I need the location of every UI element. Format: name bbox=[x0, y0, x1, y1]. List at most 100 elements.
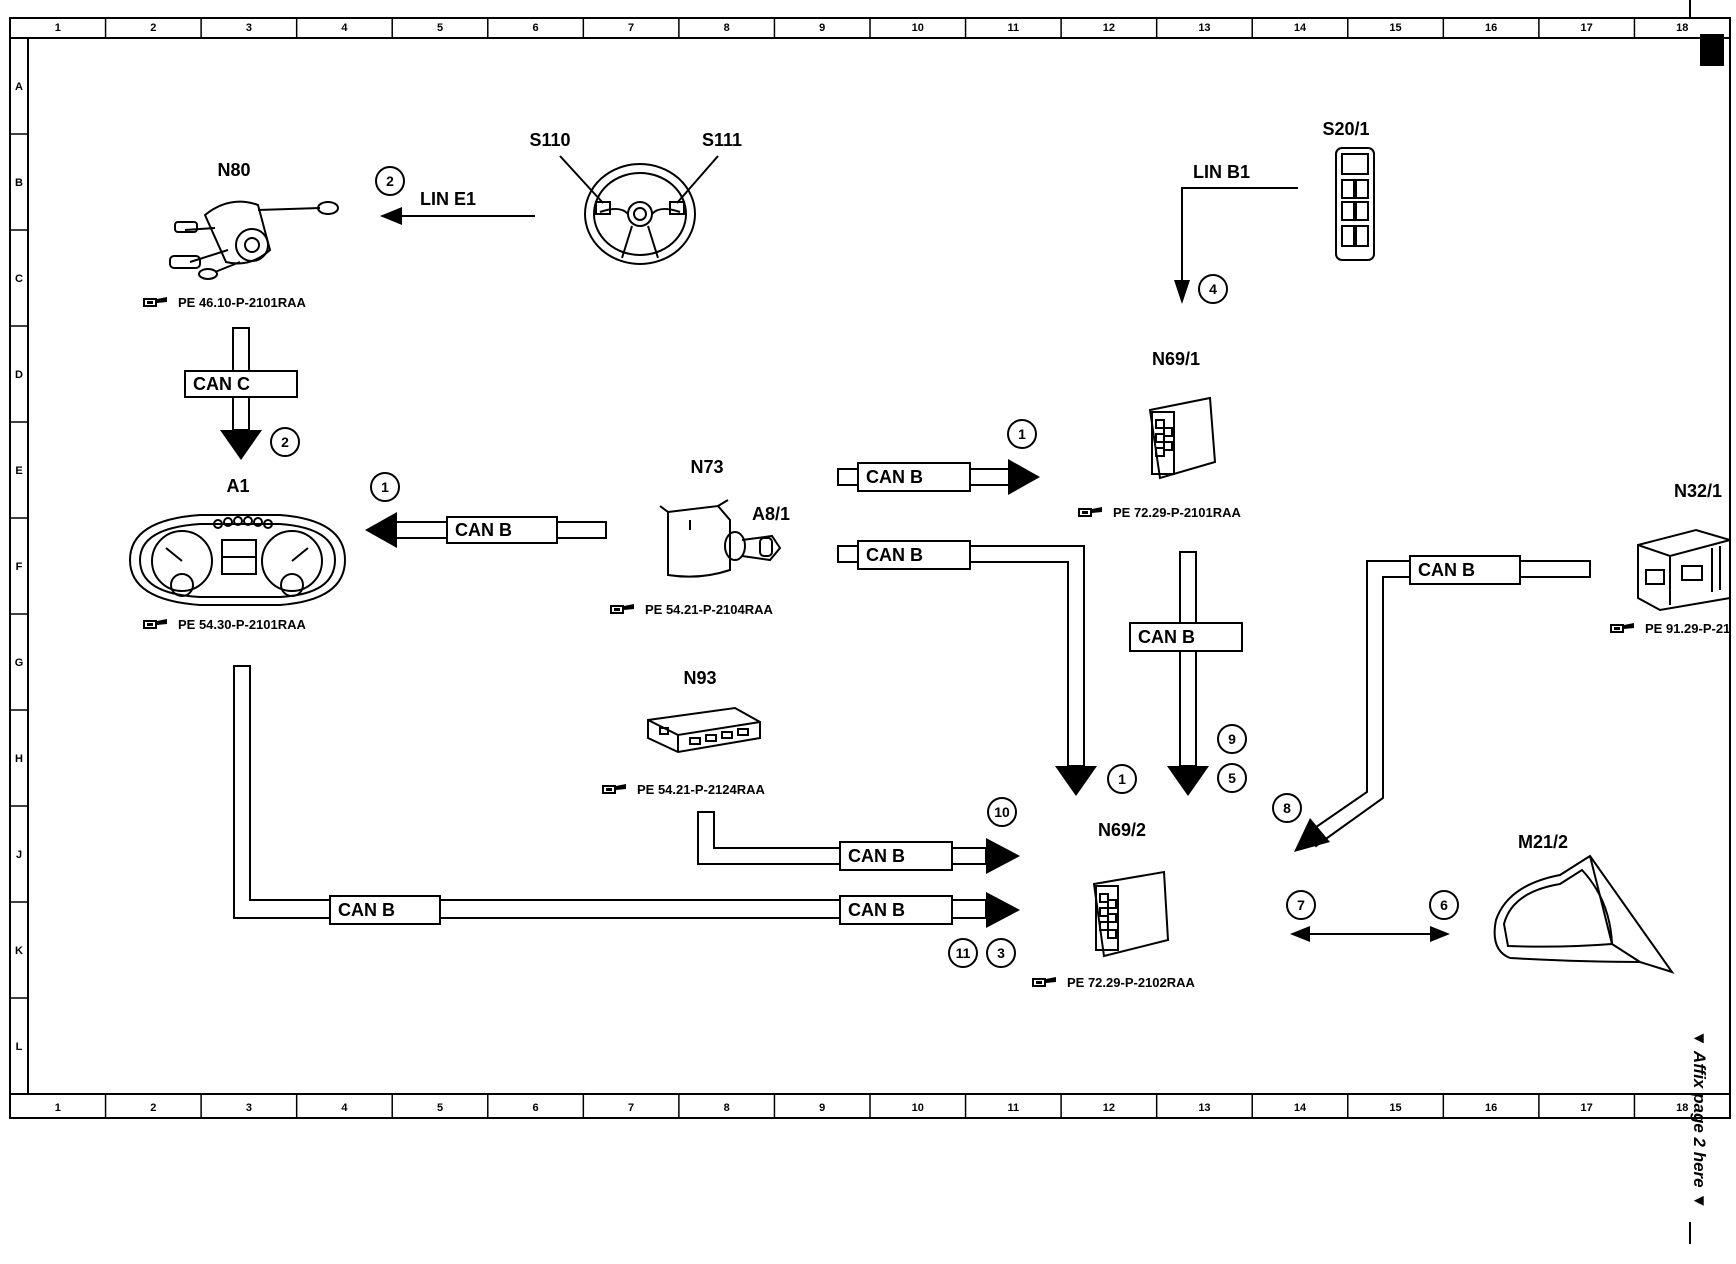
grid-column-label: 1 bbox=[55, 22, 61, 34]
grid-column-ticks: 1122334455667788991010111112121313141415… bbox=[55, 18, 1688, 1118]
m21-2-illustration bbox=[1493, 854, 1675, 974]
s20-1-code: S20/1 bbox=[1322, 119, 1369, 139]
grid-column-label: 17 bbox=[1581, 22, 1593, 34]
grid-column-label: 15 bbox=[1389, 22, 1401, 34]
can-b-n93-to-n69-2: CAN B 10 bbox=[697, 797, 1020, 874]
m21-2-mirror-motor: M21/2 bbox=[1493, 832, 1675, 974]
m21-2-code: M21/2 bbox=[1518, 832, 1568, 852]
grid-column-label: 12 bbox=[1103, 22, 1115, 34]
grid-row-label: K bbox=[15, 945, 23, 957]
n80-ref: PE 46.10-P-2101RAA bbox=[178, 295, 307, 310]
grid-column-label: 4 bbox=[341, 22, 348, 34]
n93-code: N93 bbox=[683, 668, 716, 688]
n80-illustration bbox=[169, 200, 339, 280]
grid-column-label: 18 bbox=[1676, 1102, 1688, 1114]
step-lin-e1: 2 bbox=[386, 173, 394, 189]
n73-illustration bbox=[659, 499, 782, 578]
lin-b1-label: LIN B1 bbox=[1193, 162, 1250, 182]
n69-2-code: N69/2 bbox=[1098, 820, 1146, 840]
n69-2-ref: PE 72.29-P-2102RAA bbox=[1067, 975, 1196, 990]
a1-instrument-cluster: A1 PE 54.30-P-2101RAA bbox=[128, 476, 347, 632]
n69-2-door-module: N69/2 PE 72.29-P-2102RAA bbox=[1032, 820, 1196, 990]
n93-central-gateway: N93 PE 54.21-P-2124RAA bbox=[602, 668, 766, 797]
grid-column-label: 15 bbox=[1389, 1102, 1401, 1114]
can-b-label-a1-loop-right: CAN B bbox=[848, 900, 905, 920]
s20-1-window-switch: S20/1 bbox=[1322, 119, 1375, 261]
can-b-label-a1: CAN B bbox=[455, 520, 512, 540]
can-b-label-n73-n69-2: CAN B bbox=[866, 545, 923, 565]
grid-row-label: B bbox=[15, 177, 23, 189]
grid-column-label: 6 bbox=[532, 1102, 538, 1114]
n69-1-ref: PE 72.29-P-2101RAA bbox=[1113, 505, 1242, 520]
can-b-n69-1-to-n69-2: CAN B 9 5 bbox=[1129, 551, 1247, 796]
step-n69-1-to-n69-2-bottom: 5 bbox=[1228, 770, 1236, 786]
grid-column-label: 13 bbox=[1198, 22, 1210, 34]
lin-b1-link: LIN B1 4 bbox=[1174, 162, 1298, 304]
grid-column-label: 13 bbox=[1198, 1102, 1210, 1114]
n69-1-illustration bbox=[1148, 396, 1217, 480]
n69-1-code: N69/1 bbox=[1152, 349, 1200, 369]
n80-code: N80 bbox=[217, 160, 250, 180]
n69-2-illustration bbox=[1092, 870, 1170, 958]
grid-column-label: 5 bbox=[437, 22, 443, 34]
grid-column-label: 6 bbox=[532, 22, 538, 34]
can-b-label-n69-1: CAN B bbox=[866, 467, 923, 487]
grid-row-label: F bbox=[16, 561, 23, 573]
grid-column-label: 17 bbox=[1581, 1102, 1593, 1114]
a8-1-code: A8/1 bbox=[752, 504, 790, 524]
grid-column-label: 7 bbox=[628, 1102, 634, 1114]
grid-column-label: 7 bbox=[628, 22, 634, 34]
n73-ignition-switch: N73 A8/1 PE 54.21-P-2104RAA bbox=[610, 457, 790, 617]
n73-ref: PE 54.21-P-2104RAA bbox=[645, 602, 774, 617]
step-to-n69-1: 1 bbox=[1018, 426, 1026, 442]
step-n32-1-to-n69-2: 8 bbox=[1283, 800, 1291, 816]
grid-column-label: 11 bbox=[1008, 1102, 1020, 1114]
step-n69-1-to-n69-2-top: 9 bbox=[1228, 731, 1236, 747]
n93-ref: PE 54.21-P-2124RAA bbox=[637, 782, 766, 797]
grid-column-label: 8 bbox=[724, 22, 730, 34]
n69-1-door-module: N69/1 PE 72.29-P-2101RAA bbox=[1078, 349, 1242, 520]
steering-wheel-s110-s111: S110 S111 bbox=[529, 130, 742, 265]
grid-row-label: G bbox=[15, 657, 24, 669]
can-c-link: CAN C 2 bbox=[184, 327, 300, 460]
affix-note: ▼ Affix page 2 here ▼ bbox=[1690, 1030, 1709, 1209]
mirror-link: 7 6 bbox=[1286, 890, 1459, 942]
a1-illustration bbox=[128, 514, 347, 606]
s111-code: S111 bbox=[702, 130, 742, 150]
n32-1-module: N32/1 PE 91.29-P-21 bbox=[1610, 481, 1731, 636]
grid-column-label: 9 bbox=[819, 22, 825, 34]
grid-column-label: 2 bbox=[150, 22, 156, 34]
can-b-n73-to-a1: CAN B 1 bbox=[365, 472, 607, 548]
s110-code: S110 bbox=[529, 130, 570, 150]
can-b-n73-to-n69-1: CAN B 1 bbox=[837, 419, 1040, 495]
a1-ref: PE 54.30-P-2101RAA bbox=[178, 617, 307, 632]
can-b-n73-to-n69-2: CAN B 1 bbox=[837, 540, 1137, 796]
grid-column-label: 3 bbox=[246, 22, 252, 34]
grid-row-label: A bbox=[15, 81, 23, 93]
step-n93-to-n69-2: 10 bbox=[994, 804, 1010, 820]
grid-column-label: 11 bbox=[1008, 22, 1020, 34]
can-b-label-a1-loop-left: CAN B bbox=[338, 900, 395, 920]
grid-row-label: L bbox=[16, 1041, 23, 1053]
grid-column-label: 3 bbox=[246, 1102, 252, 1114]
lin-e1-label: LIN E1 bbox=[420, 189, 476, 209]
grid-column-label: 1 bbox=[55, 1102, 61, 1114]
can-c-label: CAN C bbox=[193, 374, 250, 394]
grid-column-label: 12 bbox=[1103, 1102, 1115, 1114]
grid-column-label: 5 bbox=[437, 1102, 443, 1114]
step-to-a1: 1 bbox=[381, 479, 389, 495]
can-b-label-n93: CAN B bbox=[848, 846, 905, 866]
can-b-a1-to-n69-2: CAN B CAN B 11 3 bbox=[233, 665, 1020, 968]
grid-row-label: J bbox=[16, 849, 22, 861]
grid-column-label: 8 bbox=[724, 1102, 730, 1114]
can-b-label-n69-1-n69-2: CAN B bbox=[1138, 627, 1195, 647]
grid-column-label: 14 bbox=[1294, 22, 1307, 34]
can-b-n32-1-to-n69-2: CAN B 8 bbox=[1272, 555, 1591, 852]
n32-1-code: N32/1 bbox=[1674, 481, 1722, 501]
step-mirror-left: 7 bbox=[1297, 897, 1305, 913]
grid-column-label: 4 bbox=[341, 1102, 348, 1114]
grid-row-label: D bbox=[15, 369, 23, 381]
grid-column-label: 18 bbox=[1676, 22, 1688, 34]
